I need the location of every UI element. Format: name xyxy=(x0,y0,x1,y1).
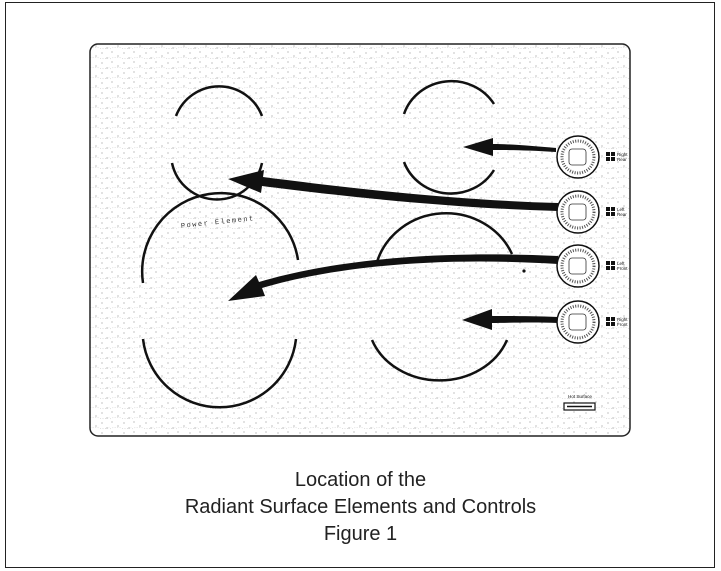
control-knob-right-rear[interactable] xyxy=(556,135,600,179)
arrow-left-rear xyxy=(228,170,558,211)
control-label-left-front-1: Left xyxy=(617,261,625,266)
arrow-left-front xyxy=(228,254,558,301)
control-label-right-front-2: Front xyxy=(617,322,628,327)
right-front-element xyxy=(370,212,514,382)
arrow-right-rear xyxy=(463,138,556,156)
control-label-right-rear-1: Right xyxy=(617,152,628,157)
position-icon-right-rear xyxy=(606,152,615,161)
hot-surface-label: Hot Surface xyxy=(568,394,592,399)
control-label-left-rear-1: Left xyxy=(617,207,625,212)
figure-caption-line1: Location of the xyxy=(294,469,427,491)
control-label-right-front-1: Right xyxy=(617,317,628,322)
position-icon-right-front xyxy=(606,317,615,326)
element-marker-dot xyxy=(522,269,526,273)
control-label-left-front-2: Front xyxy=(617,266,628,271)
control-label-left-rear-2: Rear xyxy=(617,212,627,217)
control-knob-left-front[interactable] xyxy=(556,244,600,288)
cooktop-surface xyxy=(89,43,631,437)
control-label-right-rear-2: Rear xyxy=(617,157,627,162)
position-icon-left-rear xyxy=(606,207,615,216)
figure-caption-line2: Radiant Surface Elements and Controls xyxy=(184,496,537,518)
left-front-element xyxy=(140,191,300,409)
control-knob-right-front[interactable] xyxy=(556,300,600,344)
position-icon-left-front xyxy=(606,261,615,270)
arrow-right-front xyxy=(462,309,558,330)
right-rear-element xyxy=(402,79,496,195)
figure-caption-line3: Figure 1 xyxy=(323,523,398,545)
control-knob-left-rear[interactable] xyxy=(556,190,600,234)
